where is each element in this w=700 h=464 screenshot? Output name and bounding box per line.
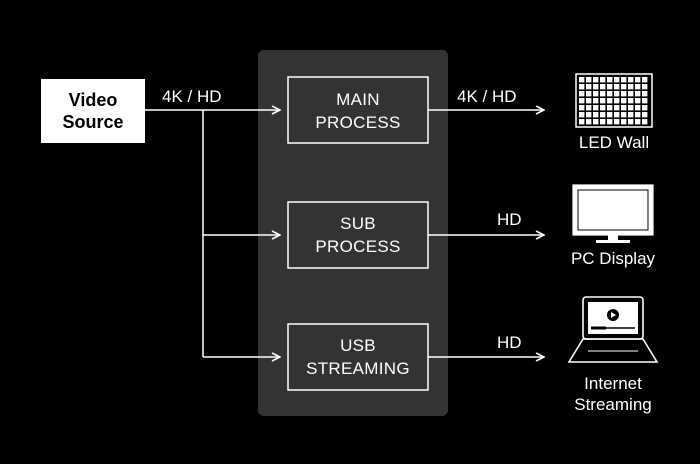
- sub-process-line2: PROCESS: [315, 237, 401, 256]
- video-source-label-line2: Source: [62, 112, 124, 132]
- led-wall-label: LED Wall: [578, 133, 650, 152]
- monitor-icon: [572, 184, 654, 243]
- main-process-label: MAIN PROCESS: [288, 88, 428, 134]
- usb-output-format-label: HD: [497, 333, 522, 352]
- laptop-icon: [567, 296, 659, 363]
- pc-display-label: PC Display: [570, 249, 656, 268]
- video-source-label-line1: Video: [68, 90, 118, 110]
- internet-streaming-label: Internet Streaming: [553, 373, 673, 415]
- main-process-line2: PROCESS: [315, 113, 401, 132]
- sub-process-line1: SUB: [340, 214, 376, 233]
- usb-streaming-line1: USB: [340, 336, 376, 355]
- led-wall-icon: [575, 73, 653, 128]
- sub-process-label: SUB PROCESS: [288, 212, 428, 258]
- input-format-label: 4K / HD: [162, 87, 222, 106]
- usb-streaming-line2: STREAMING: [306, 359, 410, 378]
- main-process-line1: MAIN: [336, 90, 380, 109]
- sub-output-format-label: HD: [497, 210, 522, 229]
- main-output-format-label: 4K / HD: [457, 87, 517, 106]
- usb-streaming-label: USB STREAMING: [288, 334, 428, 380]
- video-source-box: Video Source: [41, 79, 145, 143]
- internet-streaming-line1: Internet: [584, 374, 642, 393]
- internet-streaming-line2: Streaming: [574, 395, 652, 414]
